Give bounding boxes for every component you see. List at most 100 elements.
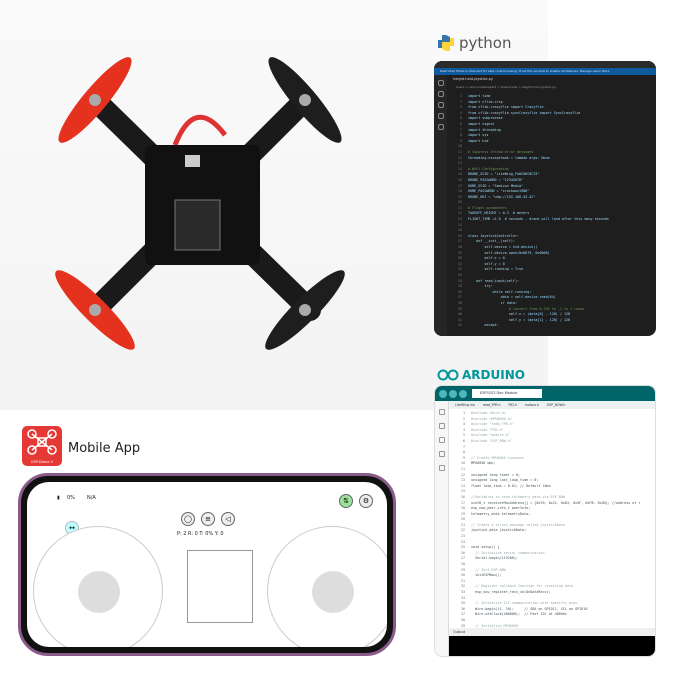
debug-icon[interactable] xyxy=(438,451,445,457)
code-line: 30 initESPNow(); xyxy=(451,573,640,579)
code-text: HOME_PASSWORD = "crackwon1988" xyxy=(468,189,530,194)
code-text: if data: xyxy=(468,300,517,305)
search-icon[interactable] xyxy=(437,91,444,97)
code-text: DRONE_URI = "udp://192.168.43.42" xyxy=(468,194,536,199)
line-number: 25 xyxy=(460,545,465,550)
line-number: 18 xyxy=(457,189,462,194)
search-icon[interactable] xyxy=(438,465,445,471)
battery-level: 0% xyxy=(67,495,75,501)
arm-button[interactable]: ◯ xyxy=(181,512,195,526)
left-joystick[interactable] xyxy=(33,526,163,647)
arduino-code[interactable]: 1#include <Wire.h>2#include <MPU6050.h>3… xyxy=(451,411,641,629)
line-number: 29 xyxy=(460,567,465,572)
editor-tab[interactable]: height-hold-joystick.py xyxy=(447,75,499,83)
line-number: 39 xyxy=(460,623,465,628)
code-text: import subprocess xyxy=(468,116,503,121)
code-text: Wire.begin(11, 10); // SDA on GPIO11, SC… xyxy=(471,606,588,611)
board-selector[interactable]: ESP32S3 Dev Module xyxy=(472,389,542,398)
line-number: 23 xyxy=(457,217,462,222)
light-button[interactable]: ≡ xyxy=(201,512,215,526)
tab[interactable]: motors.h xyxy=(524,403,540,407)
line-number: 33 xyxy=(457,273,462,277)
code-text: // Initialize I2C communication with spe… xyxy=(471,601,578,606)
line-number: 10 xyxy=(460,461,465,466)
line-number: 6 xyxy=(459,121,462,126)
right-joystick[interactable] xyxy=(267,526,387,647)
sound-button[interactable]: ◁ xyxy=(221,512,235,526)
debug-button[interactable] xyxy=(459,389,467,398)
code-line: 23 xyxy=(451,534,640,540)
line-number: 39 xyxy=(457,306,462,311)
line-number: 17 xyxy=(457,183,462,188)
code-text: try: xyxy=(468,284,493,289)
restricted-mode-banner[interactable]: Restricted Mode is intended for safe cod… xyxy=(434,68,656,75)
line-number: 21 xyxy=(460,522,465,527)
line-number: 5 xyxy=(459,116,462,121)
code-line: 37 data = self.device.read(64) xyxy=(448,295,609,301)
tab[interactable]: PID.h xyxy=(508,403,517,407)
library-icon[interactable] xyxy=(438,437,445,443)
code-text: # Suppress thread error messages xyxy=(468,149,534,154)
sketchbook-icon[interactable] xyxy=(438,409,445,415)
python-icon xyxy=(438,35,454,51)
code-line: 27 Serial.begin(115200); xyxy=(451,556,640,562)
files-icon[interactable] xyxy=(437,80,444,86)
tab[interactable]: ESP_NOW.h xyxy=(547,403,566,407)
tab[interactable]: read_YPR.h xyxy=(482,403,501,407)
line-number: 5 xyxy=(462,433,465,438)
sidebar xyxy=(435,401,449,656)
code-text: self.running = True xyxy=(468,267,524,272)
boards-icon[interactable] xyxy=(438,423,445,429)
source-control-icon[interactable] xyxy=(437,102,444,108)
code-text: import cflib.crtp xyxy=(468,99,503,104)
extensions-icon[interactable] xyxy=(437,124,444,130)
code-line: 36 while self.running: xyxy=(448,290,609,296)
code-text: import signal xyxy=(468,121,495,126)
code-text: data = self.device.read(64) xyxy=(468,295,556,300)
drone-icon xyxy=(27,429,57,455)
debug-icon[interactable] xyxy=(437,113,444,119)
verify-button[interactable] xyxy=(439,389,447,398)
settings-gear-icon[interactable]: ⚙ xyxy=(359,494,373,508)
code-line: 29 // Init ESP-NOW xyxy=(451,568,640,574)
line-number: 38 xyxy=(457,300,462,305)
code-line: 34 def read_input(self): xyxy=(448,279,609,285)
code-line: 31 xyxy=(451,579,640,585)
code-text: float loop_time = 0.01; // Default 10ms xyxy=(471,483,551,488)
code-line: 11# Suppress thread error messages xyxy=(448,150,609,156)
code-line: 10 xyxy=(448,144,609,150)
code-line: 2#include <MPU6050.h> xyxy=(451,417,640,423)
code-line: 20 xyxy=(451,517,640,523)
upload-button[interactable] xyxy=(449,389,457,398)
code-line: 14# WiFi Configuration xyxy=(448,167,609,173)
tab[interactable]: LiteWing.ino xyxy=(455,403,475,407)
line-number: 16 xyxy=(457,177,462,182)
signal-status: N/A xyxy=(87,495,96,501)
line-number: 31 xyxy=(460,578,465,583)
code-text: while self.running: xyxy=(468,289,532,294)
connect-button[interactable]: ⇅ xyxy=(339,494,353,508)
joystick-knob[interactable] xyxy=(312,571,354,613)
joystick-knob[interactable] xyxy=(78,571,120,613)
code-text: self.y = (data[1] - 128) / 128 xyxy=(468,317,571,322)
code-line: 34 xyxy=(451,596,640,602)
code-line: 8 xyxy=(451,450,640,456)
code-text: # Flight parameters xyxy=(468,205,507,210)
code-text: # WiFi Configuration xyxy=(468,166,509,171)
line-number: 24 xyxy=(457,222,462,227)
code-line: 41 self.y = (data[1] - 128) / 128 xyxy=(448,318,609,324)
code-line: 24 xyxy=(451,540,640,546)
code-line: 27 def __init__(self): xyxy=(448,239,609,245)
code-line: 38 if data: xyxy=(448,301,609,307)
